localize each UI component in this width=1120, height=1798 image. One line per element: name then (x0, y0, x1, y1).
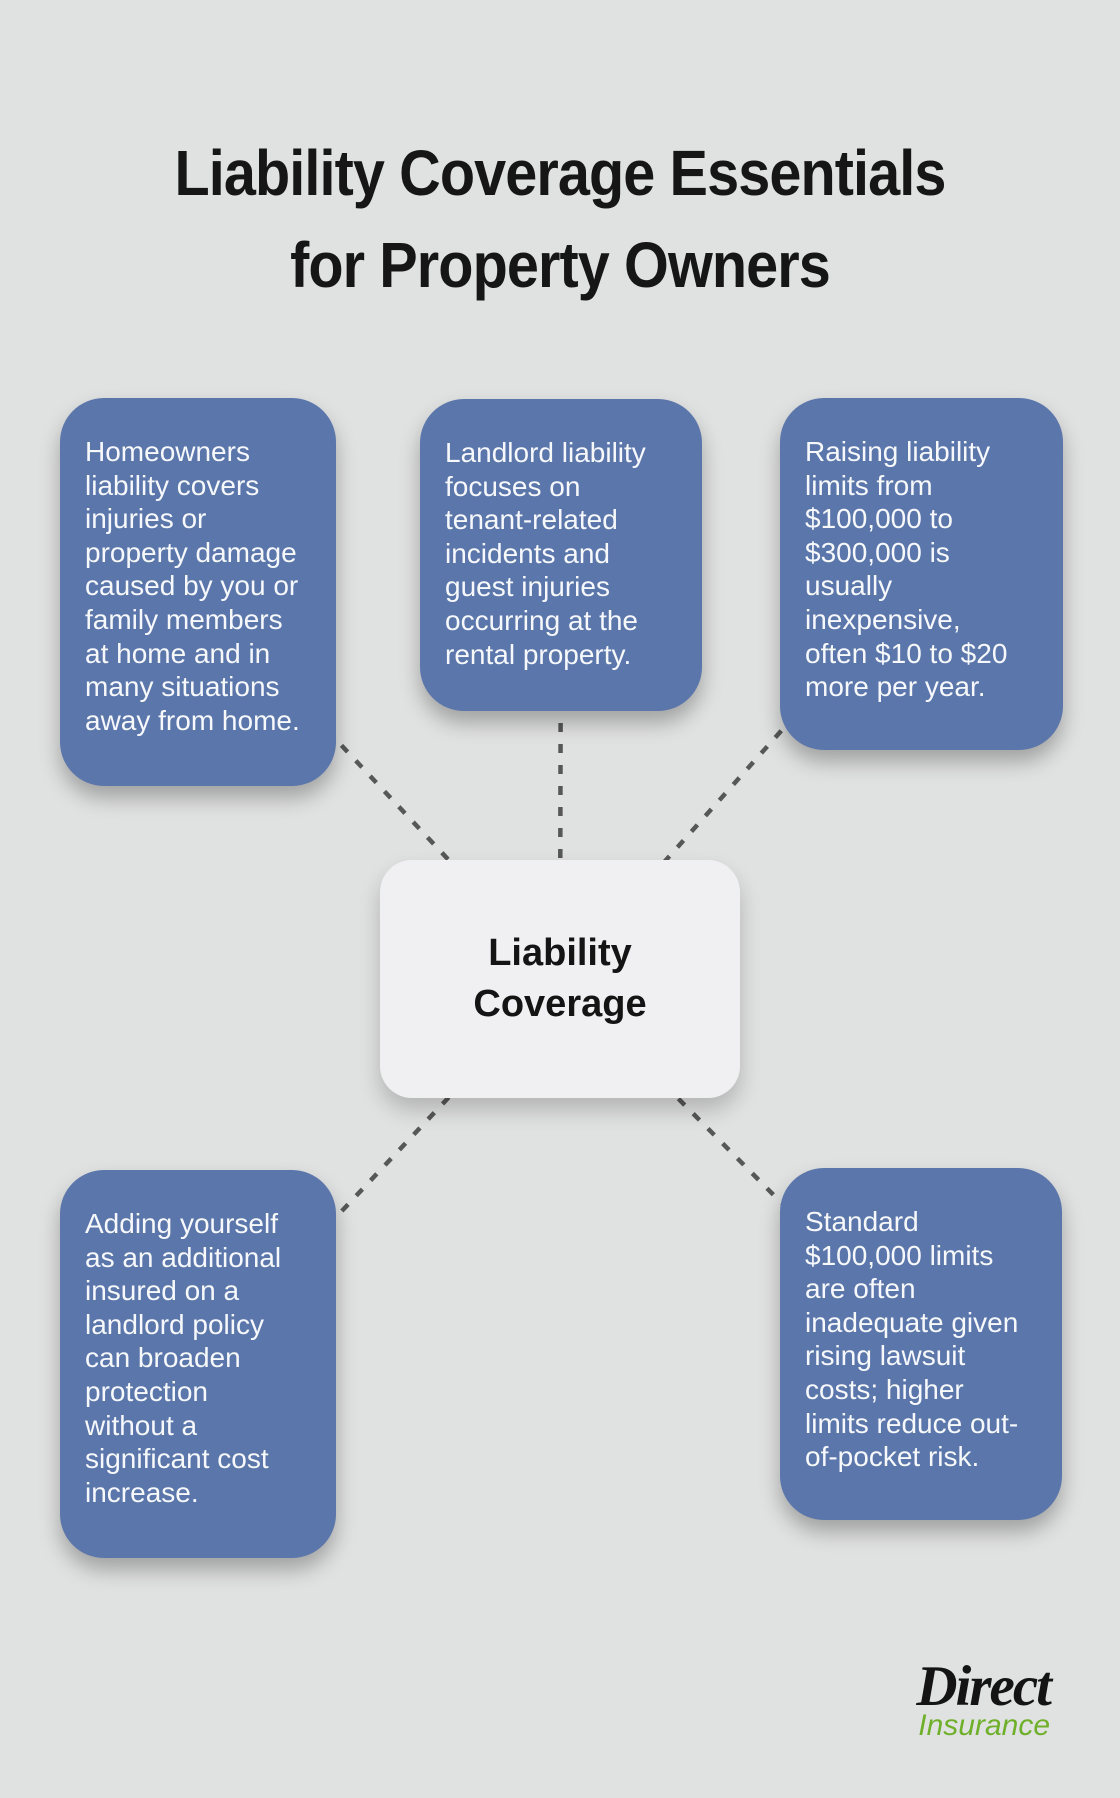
brand-logo: Direct Insurance (916, 1655, 1052, 1742)
node-top-right: Raising liability limits from $100,000 t… (780, 398, 1063, 750)
center-node-label: Liability Coverage (473, 931, 647, 1025)
node-top-center-text: Landlord liability focuses on tenant-rel… (445, 437, 646, 670)
node-bottom-right-text: Standard $100,000 limits are often inade… (805, 1206, 1019, 1473)
node-bottom-left-text: Adding yourself as an additional insured… (85, 1208, 282, 1508)
node-top-left-text: Homeowners liability covers injuries or … (85, 436, 300, 736)
page-title: Liability Coverage Essentials for Proper… (174, 136, 946, 302)
brand-logo-primary-text: Direct (916, 1655, 1052, 1718)
node-top-center: Landlord liability focuses on tenant-rel… (420, 399, 702, 711)
brand-logo-secondary-text: Insurance (918, 1709, 1050, 1742)
node-bottom-left: Adding yourself as an additional insured… (60, 1170, 336, 1558)
node-top-right-text: Raising liability limits from $100,000 t… (805, 436, 1008, 703)
node-top-left: Homeowners liability covers injuries or … (60, 398, 336, 786)
center-node: Liability Coverage (380, 860, 740, 1098)
node-bottom-right: Standard $100,000 limits are often inade… (780, 1168, 1062, 1520)
